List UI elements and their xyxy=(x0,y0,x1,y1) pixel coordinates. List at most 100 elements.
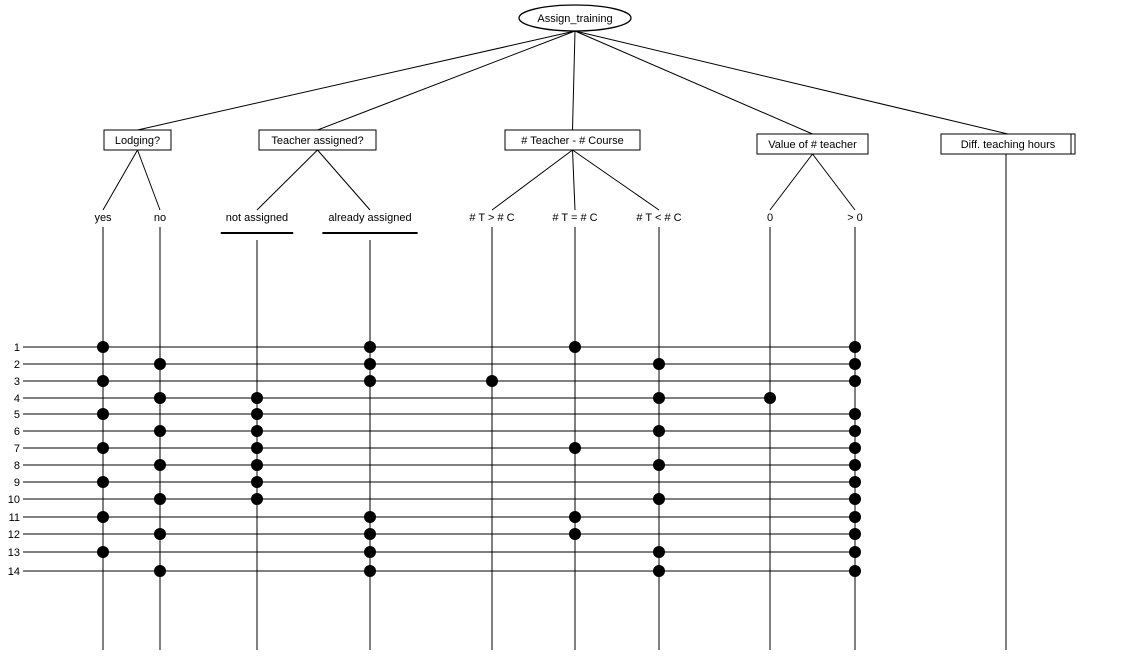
edge-root-to-teacher-course xyxy=(572,30,576,131)
value-dot-row5-not-assigned xyxy=(251,408,263,420)
case-row-number-7: 7 xyxy=(14,443,20,455)
value-dot-row10-not-assigned xyxy=(251,493,263,505)
value-dot-row1-t-eq-c xyxy=(569,341,581,353)
value-dot-row4-no xyxy=(154,392,166,404)
value-dot-row3-gt-zero xyxy=(849,375,861,387)
value-dot-row6-t-lt-c xyxy=(653,425,665,437)
value-dot-row13-already-assigned xyxy=(364,546,376,558)
value-dot-row11-t-eq-c xyxy=(569,511,581,523)
value-label-t-gt-c: # T > # C xyxy=(469,212,514,224)
value-dot-row14-already-assigned xyxy=(364,565,376,577)
value-dot-row7-gt-zero xyxy=(849,442,861,454)
value-label-t-lt-c: # T < # C xyxy=(636,212,681,224)
case-row-number-9: 9 xyxy=(14,477,20,489)
value-dot-row7-not-assigned xyxy=(251,442,263,454)
case-row-number-12: 12 xyxy=(8,529,20,541)
value-dot-row12-gt-zero xyxy=(849,528,861,540)
edge-teacher-course-to-t-gt-c xyxy=(491,149,573,211)
value-dot-row7-t-eq-c xyxy=(569,442,581,454)
edge-value-of-teacher-to-zero xyxy=(769,153,813,211)
attribute-label-teacher-course: # Teacher - # Course xyxy=(521,135,624,147)
case-row-number-3: 3 xyxy=(14,376,20,388)
value-dot-row12-t-eq-c xyxy=(569,528,581,540)
value-dot-row9-not-assigned xyxy=(251,476,263,488)
edge-root-to-teacher-assigned xyxy=(317,30,576,131)
value-dot-row6-not-assigned xyxy=(251,425,263,437)
value-dot-row10-t-lt-c xyxy=(653,493,665,505)
value-dot-row4-zero xyxy=(764,392,776,404)
case-row-number-14: 14 xyxy=(8,566,20,578)
edge-teacher-assigned-to-already-assigned xyxy=(317,149,371,211)
root-node-ellipse xyxy=(518,4,632,32)
case-row-number-2: 2 xyxy=(14,359,20,371)
value-dot-row11-gt-zero xyxy=(849,511,861,523)
attribute-box-teacher-course xyxy=(504,129,641,151)
value-dot-row8-t-lt-c xyxy=(653,459,665,471)
case-row-number-4: 4 xyxy=(14,393,20,405)
value-dot-row2-already-assigned xyxy=(364,358,376,370)
attribute-box-value-of-teacher xyxy=(756,133,869,155)
value-dot-row3-t-gt-c xyxy=(486,375,498,387)
value-dot-row12-already-assigned xyxy=(364,528,376,540)
attribute-label-diff-teaching-hours: Diff. teaching hours xyxy=(961,139,1056,151)
value-dot-row13-gt-zero xyxy=(849,546,861,558)
value-dot-row2-gt-zero xyxy=(849,358,861,370)
attribute-label-value-of-teacher: Value of # teacher xyxy=(768,139,857,151)
value-dot-row1-yes xyxy=(97,341,109,353)
value-label-yes: yes xyxy=(94,212,112,224)
edge-lodging-to-no xyxy=(137,149,161,211)
edge-value-of-teacher-to-gt-zero xyxy=(812,153,856,211)
attribute-box-teacher-assigned xyxy=(258,129,377,151)
value-dot-row10-gt-zero xyxy=(849,493,861,505)
value-label-not-assigned: not assigned xyxy=(226,212,288,224)
value-dot-row10-no xyxy=(154,493,166,505)
value-label-gt-zero: > 0 xyxy=(847,212,863,224)
value-dot-row5-yes xyxy=(97,408,109,420)
attribute-box-lodging xyxy=(103,129,172,151)
value-dot-row11-yes xyxy=(97,511,109,523)
case-row-number-5: 5 xyxy=(14,409,20,421)
value-dot-row1-already-assigned xyxy=(364,341,376,353)
value-dot-row14-no xyxy=(154,565,166,577)
edge-root-to-lodging xyxy=(137,30,576,131)
value-dot-row2-t-lt-c xyxy=(653,358,665,370)
case-row-number-1: 1 xyxy=(14,342,20,354)
value-dot-row9-yes xyxy=(97,476,109,488)
edge-lodging-to-yes xyxy=(102,149,138,211)
value-label-t-eq-c: # T = # C xyxy=(552,212,597,224)
edge-root-to-value-of-teacher xyxy=(574,30,813,135)
value-dot-row3-yes xyxy=(97,375,109,387)
value-label-zero: 0 xyxy=(767,212,773,224)
value-dot-row6-gt-zero xyxy=(849,425,861,437)
attribute-box-diff-teaching-hours xyxy=(940,133,1076,155)
value-dot-row1-gt-zero xyxy=(849,341,861,353)
case-row-number-11: 11 xyxy=(9,512,20,524)
value-dot-row8-no xyxy=(154,459,166,471)
value-dot-row9-gt-zero xyxy=(849,476,861,488)
case-row-number-13: 13 xyxy=(8,547,20,559)
edge-teacher-course-to-t-lt-c xyxy=(572,149,660,211)
value-dot-row4-t-lt-c xyxy=(653,392,665,404)
value-dot-row3-already-assigned xyxy=(364,375,376,387)
value-dot-row13-yes xyxy=(97,546,109,558)
root-node-label: Assign_training xyxy=(537,13,612,25)
value-label-no: no xyxy=(154,212,166,224)
value-dot-row14-t-lt-c xyxy=(653,565,665,577)
edge-root-to-diff-teaching-hours xyxy=(574,30,1009,135)
value-label-already-assigned: already assigned xyxy=(328,212,411,224)
edge-teacher-assigned-to-not-assigned xyxy=(256,149,318,211)
value-dot-row8-gt-zero xyxy=(849,459,861,471)
value-dot-row5-gt-zero xyxy=(849,408,861,420)
attribute-label-teacher-assigned: Teacher assigned? xyxy=(271,135,363,147)
case-row-number-10: 10 xyxy=(8,494,20,506)
edge-teacher-course-to-t-eq-c xyxy=(572,149,576,211)
value-dot-row4-not-assigned xyxy=(251,392,263,404)
value-dot-row8-not-assigned xyxy=(251,459,263,471)
value-dot-row13-t-lt-c xyxy=(653,546,665,558)
value-dot-row12-no xyxy=(154,528,166,540)
attribute-label-lodging: Lodging? xyxy=(115,135,160,147)
value-dot-row14-gt-zero xyxy=(849,565,861,577)
value-dot-row2-no xyxy=(154,358,166,370)
